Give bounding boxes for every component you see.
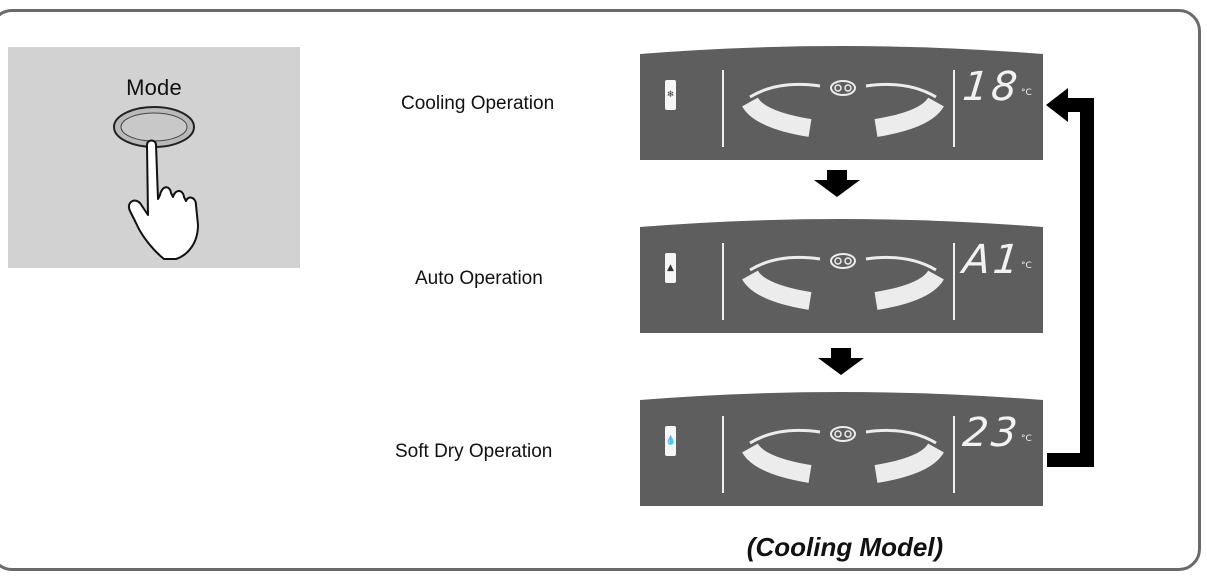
down-arrow-icon bbox=[814, 170, 860, 197]
temperature-unit: °C bbox=[1021, 261, 1032, 271]
display-graphic bbox=[640, 46, 1043, 160]
auto-triangle-icon: ▲ bbox=[665, 253, 676, 283]
display-panel-cooling: ❄ 18 °C bbox=[638, 42, 1045, 164]
display-graphic bbox=[640, 219, 1043, 333]
fan-swing-icon bbox=[742, 253, 944, 310]
display-panel-soft-dry: 💧 23 °C bbox=[638, 388, 1045, 510]
soft-dry-operation-label: Soft Dry Operation bbox=[395, 441, 553, 462]
mode-button-panel: Mode bbox=[8, 47, 300, 268]
mode-button-label: Mode bbox=[126, 75, 182, 100]
fan-swing-icon bbox=[742, 80, 944, 137]
mode-button-illustration bbox=[113, 106, 199, 260]
auto-operation-label: Auto Operation bbox=[415, 268, 543, 289]
temperature-unit: °C bbox=[1021, 88, 1032, 98]
display-graphic bbox=[640, 392, 1043, 506]
fan-swing-icon bbox=[742, 426, 944, 483]
cooling-operation-label: Cooling Operation bbox=[401, 93, 555, 114]
snowflake-icon: ❄ bbox=[665, 80, 676, 110]
diagram-caption: (Cooling Model) bbox=[746, 532, 944, 562]
droplet-icon: 💧 bbox=[665, 426, 676, 456]
temperature-unit: °C bbox=[1021, 434, 1032, 444]
display-panel-auto: ▲ A1 °C bbox=[638, 215, 1045, 337]
pointing-hand-icon bbox=[128, 139, 199, 260]
down-arrow-icon bbox=[818, 348, 864, 375]
